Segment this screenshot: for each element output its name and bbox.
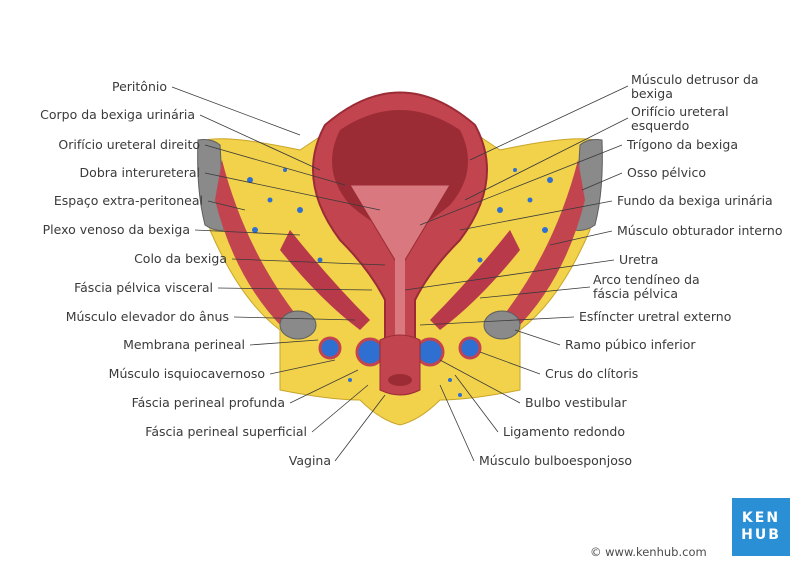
logo-line-1: KEN [741,510,781,526]
inferior-pubic-ramus-right [483,310,521,340]
label-peritoneum: Peritônio [112,79,167,94]
label-left-ureteric-orifice: Orifício ureteral esquerdo [631,104,729,133]
inferior-pubic-ramus-left [279,310,317,340]
vaginal-lumen [388,374,412,386]
vestibular-bulb-left [355,337,385,367]
label-crus-clitoris: Crus do clítoris [545,366,639,381]
label-bladder-fundus: Fundo da bexiga urinária [617,193,773,208]
label-right-ureteric-orifice: Orifício ureteral direito [58,137,200,152]
venous-plexus [247,168,553,397]
label-inferior-pubic-ramus: Ramo púbico inferior [565,337,696,352]
label-obturator-internus: Músculo obturador interno [617,223,783,238]
label-tendinous-arch: Arco tendíneo da fáscia pélvica [593,272,700,301]
urethra-lumen [395,255,405,355]
label-ischiocavernosus: Músculo isquiocavernoso [108,366,265,381]
levator-ani-left [280,230,370,330]
label-interureteric-fold: Dobra interureteral [79,165,200,180]
label-deep-perineal-fascia: Fáscia perineal profunda [131,395,285,410]
label-round-ligament: Ligamento redondo [503,424,625,439]
label-vesical-venous-plexus: Plexo venoso da bexiga [42,222,190,237]
kenhub-logo[interactable]: KEN HUB [732,498,790,556]
label-vestibular-bulb: Bulbo vestibular [525,395,627,410]
crus-clitoris-right [458,336,482,360]
label-bladder-trigone: Trígono da bexiga [627,137,738,152]
label-levator-ani: Músculo elevador do ânus [65,309,229,324]
vestibular-bulb-right [415,337,445,367]
label-detrusor-muscle: Músculo detrusor da bexiga [631,72,759,101]
label-urethra: Uretra [619,252,659,267]
label-vagina: Vagina [288,453,331,468]
credit-text[interactable]: © www.kenhub.com [590,545,707,559]
label-external-urethral-sphincter: Esfíncter uretral externo [579,309,732,324]
label-bladder-body: Corpo da bexiga urinária [40,107,195,122]
leader-lines [171,85,629,462]
label-bladder-neck: Colo da bexiga [134,251,227,266]
label-extraperitoneal-space: Espaço extra-peritoneal [53,193,203,208]
label-superficial-perineal-fascia: Fáscia perineal superficial [145,424,307,439]
label-pelvic-bone: Osso pélvico [627,165,706,180]
label-visceral-pelvic-fascia: Fáscia pélvica visceral [74,280,213,295]
logo-line-2: HUB [741,527,781,543]
label-perineal-membrane: Membrana perineal [123,337,245,352]
label-bulbospongiosus: Músculo bulboesponjoso [479,453,633,468]
crus-clitoris-left [318,336,342,360]
